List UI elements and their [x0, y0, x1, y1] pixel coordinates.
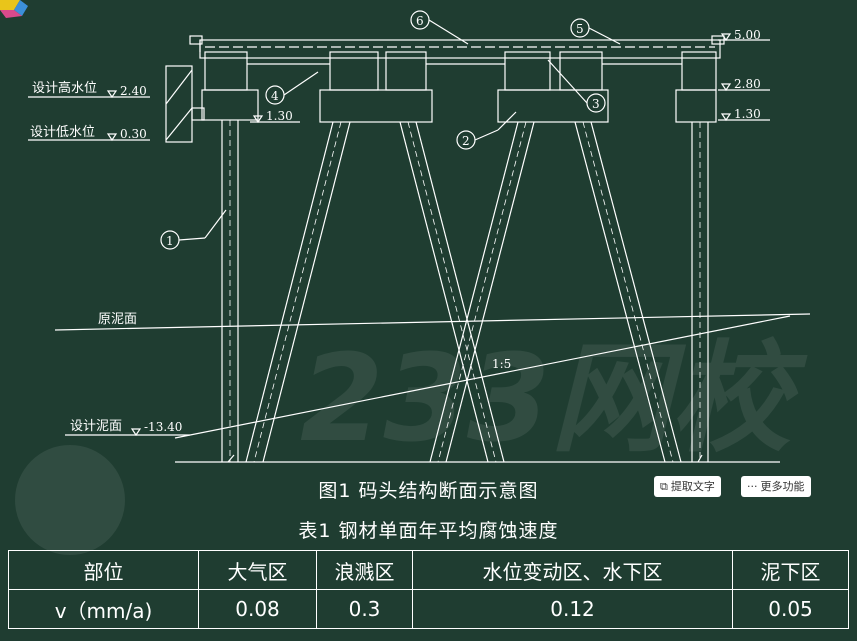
pile-cap-mid-right	[497, 89, 609, 123]
design-mudline-label: 设计泥面	[70, 419, 122, 434]
callout-6: 6	[416, 14, 424, 28]
callout-3: 3	[592, 97, 600, 111]
corner-cube-icon	[0, 0, 28, 18]
dredged-slope	[174, 315, 791, 439]
table-row: v（mm/a) 0.08 0.3 0.12 0.05	[8, 589, 849, 629]
design-low-water-elev: 0.30	[120, 127, 147, 141]
more-functions-label: 更多功能	[760, 480, 805, 493]
callout-2: 2	[462, 134, 470, 148]
original-mudline-label: 原泥面	[98, 312, 137, 327]
table-header-cell: 部位	[8, 550, 199, 590]
callout-4: 4	[271, 89, 279, 103]
figure-caption: 图1 码头结构断面示意图	[318, 480, 539, 502]
table-header-cell: 水位变动区、水下区	[412, 550, 733, 590]
design-high-water-elev: 2.40	[120, 84, 147, 98]
extract-text-label: 提取文字	[670, 480, 715, 493]
pile-cap-left	[201, 89, 259, 121]
elev-right-cap: 1.30	[734, 107, 761, 121]
mascot-icon	[15, 445, 125, 555]
watermark-text: 233网校	[300, 330, 808, 469]
elev-mid: 2.80	[734, 77, 761, 91]
slope-label: 1:5	[492, 357, 511, 371]
table-cell: 0.08	[198, 589, 317, 629]
text-scan-icon: ⧉	[660, 480, 668, 493]
table-header-cell: 泥下区	[732, 550, 849, 590]
more-dots-icon: ···	[747, 480, 758, 493]
table-cell: 0.05	[732, 589, 849, 629]
table-cell: 0.12	[412, 589, 733, 629]
table-header-cell: 浪溅区	[316, 550, 413, 590]
callout-5: 5	[576, 22, 584, 36]
design-high-water-label: 设计高水位	[32, 80, 97, 96]
table-cell: v（mm/a)	[8, 589, 199, 629]
elev-left-cap: 1.30	[266, 109, 293, 123]
table-cell: 0.3	[316, 589, 413, 629]
table-caption: 表1 钢材单面年平均腐蚀速度	[298, 520, 559, 542]
elev-top: 5.00	[734, 28, 761, 42]
design-mudline-elev: -13.40	[144, 420, 182, 434]
deck-kerb-left	[189, 35, 203, 45]
table-header-row: 部位 大气区 浪溅区 水位变动区、水下区 泥下区	[8, 550, 849, 590]
table-header-cell: 大气区	[198, 550, 317, 590]
extract-text-button[interactable]: ⧉提取文字	[654, 476, 721, 497]
deck-slab	[199, 39, 721, 59]
callout-1: 1	[166, 234, 174, 248]
watermark: 233网校	[15, 330, 808, 555]
pile-cap-mid-left	[319, 89, 433, 123]
corrosion-rate-table: 部位 大气区 浪溅区 水位变动区、水下区 泥下区 v（mm/a) 0.08 0.…	[8, 550, 849, 629]
pile-cap-right	[675, 89, 717, 123]
design-low-water-label: 设计低水位	[30, 125, 95, 140]
raked-piles	[245, 121, 682, 463]
original-mudline	[54, 313, 811, 331]
more-functions-button[interactable]: ···更多功能	[741, 476, 811, 497]
